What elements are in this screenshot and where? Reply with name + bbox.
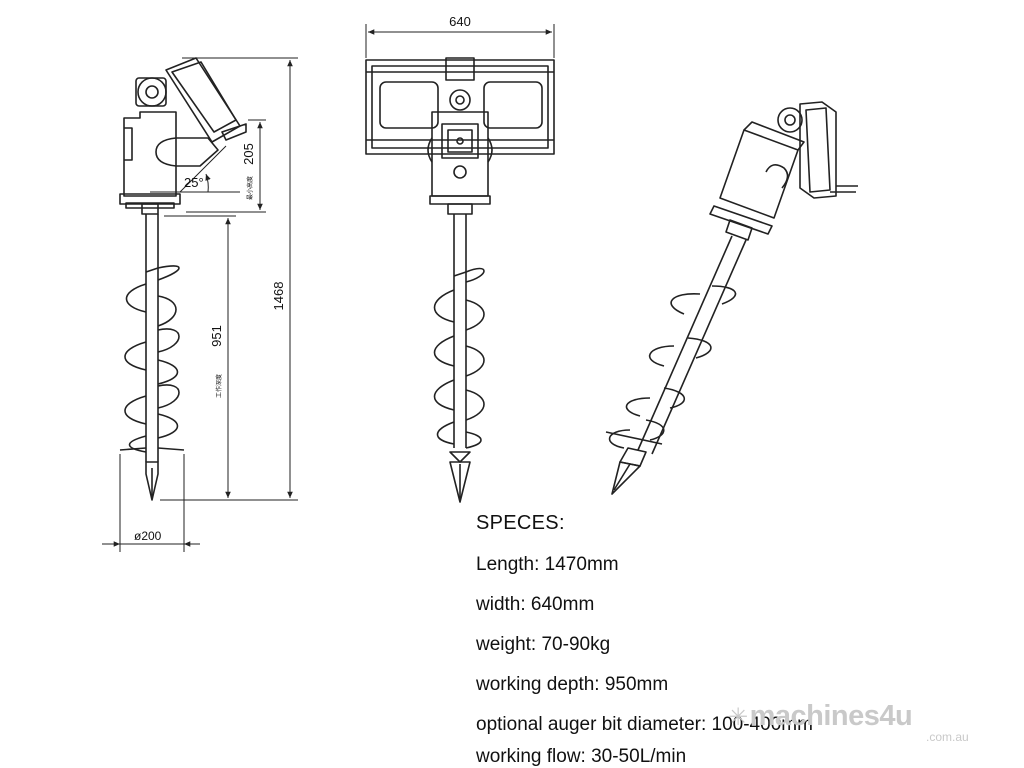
spec-working-depth: working depth: 950mm xyxy=(476,674,669,695)
iso-tip xyxy=(611,447,647,495)
dim-tilt-angle: 25° xyxy=(184,175,204,190)
watermark-logo: ✳machines4u .com.au xyxy=(728,700,969,744)
spec-width: width: 640mm xyxy=(476,594,595,615)
spec-working-flow: working flow: 30-50L/min xyxy=(476,746,687,767)
dim-top-width: 640 xyxy=(449,14,471,29)
dim-depth-cn-label: 工作深度 xyxy=(215,374,223,398)
front-motor-body xyxy=(427,111,493,215)
side-shaft xyxy=(145,214,159,462)
dim-working-depth: 951 xyxy=(209,325,224,347)
dim-head-cn-label: 最小高度 xyxy=(246,176,254,200)
iso-flights xyxy=(605,285,737,449)
spec-length: Length: 1470mm xyxy=(476,554,619,575)
iso-view xyxy=(605,101,858,495)
front-flights xyxy=(433,267,485,449)
side-view xyxy=(119,57,247,501)
front-dimensions xyxy=(365,24,555,58)
watermark-name: machines4u xyxy=(749,700,913,732)
iso-shaft xyxy=(637,235,747,455)
front-shaft xyxy=(453,214,467,448)
front-view xyxy=(365,57,555,503)
side-motor-body xyxy=(119,111,219,215)
iso-mount-plate xyxy=(777,101,858,199)
spec-weight: weight: 70-90kg xyxy=(476,634,611,655)
specs-title: SPECES: xyxy=(476,512,565,534)
side-hitch-bracket xyxy=(135,57,247,143)
spec-bit-diameter: optional auger bit diameter: 100-400mm xyxy=(476,714,813,735)
dim-bit-diameter: ø200 xyxy=(134,529,162,543)
iso-motor-body xyxy=(709,121,805,241)
front-tip xyxy=(449,451,471,503)
star-burst-icon: ✳ xyxy=(728,704,748,731)
watermark-domain: .com.au xyxy=(926,730,969,744)
dim-head-height: 205 xyxy=(241,143,256,165)
dim-total-height: 1468 xyxy=(271,282,286,311)
front-mount-plate xyxy=(365,57,555,155)
side-flights xyxy=(119,265,185,453)
side-tip xyxy=(145,461,159,501)
side-dimensions xyxy=(102,57,298,552)
specs-block: SPECES: Length: 1470mm width: 640mm weig… xyxy=(476,512,813,767)
